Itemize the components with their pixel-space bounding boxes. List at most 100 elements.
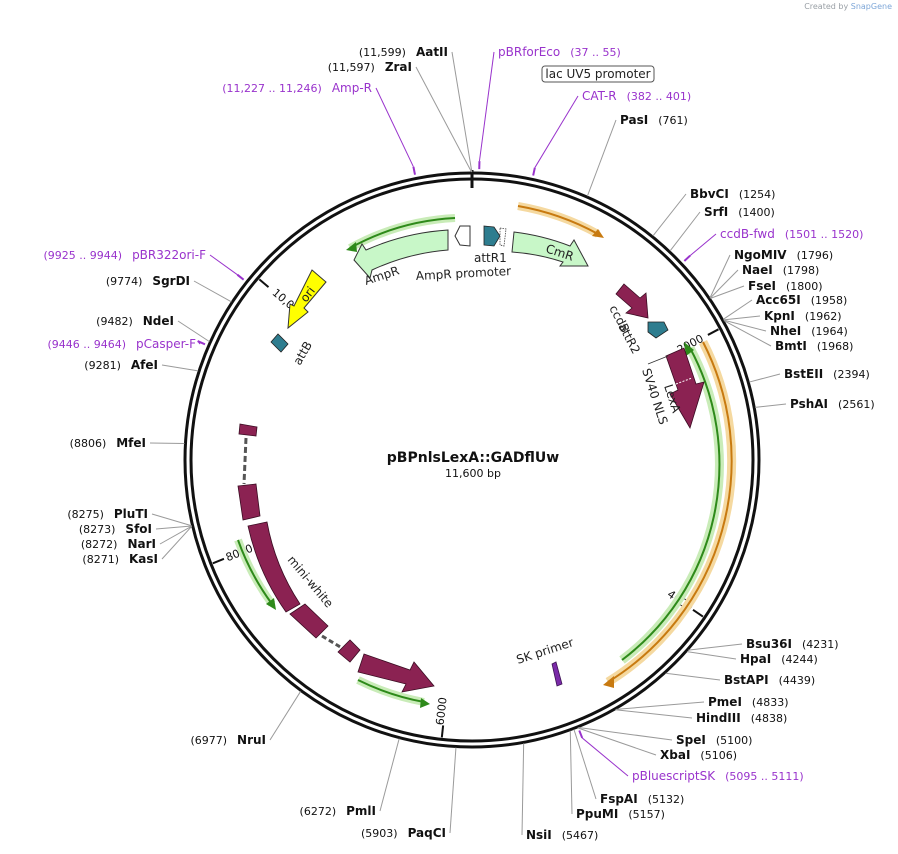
enzyme-PaqCI: (5903)PaqCI: [361, 826, 446, 840]
enzyme-coord: (1796): [797, 249, 834, 262]
enzyme-NheI: NheI(1964): [770, 324, 848, 338]
attr1-feature: [483, 225, 501, 247]
leader-PmeI: [616, 701, 705, 710]
primer-leader-pBR322ori-F: [209, 254, 238, 276]
enzyme-name: Acc65I: [756, 293, 801, 307]
primer-leader-ccdB-fwd: [689, 233, 717, 256]
primer-mark-pBR322ori-F: [236, 273, 245, 281]
primer-mark-pCasper-F: [197, 340, 206, 346]
enzyme-name: PasI: [620, 113, 648, 127]
leader-AfeI: [161, 364, 199, 372]
leader-BmtI: [723, 320, 772, 347]
label-leader-lines: [149, 51, 787, 836]
lexa-sv40-divider: [675, 377, 693, 385]
green-cds-top-left-core: [349, 217, 456, 249]
enzyme-name: FseI: [748, 279, 776, 293]
attr2-label: attR2: [615, 321, 643, 356]
mini-white-exon-5: [337, 639, 361, 663]
enzyme-coord: (5157): [628, 808, 665, 821]
green-cds-bottom-head: [420, 698, 430, 708]
primer-name: ccdB-fwd: [720, 227, 775, 241]
mini-white-exon-2: [237, 483, 261, 521]
enzyme-SpeI: SpeI(5100): [676, 733, 752, 747]
enzyme-coord: (6272): [300, 805, 337, 818]
enzyme-coord: (4439): [779, 674, 816, 687]
enzyme-NdeI: (9482)NdeI: [96, 314, 174, 328]
enzyme-PmeI: PmeI(4833): [708, 695, 788, 709]
primer-pBR322ori-F: (9925 .. 9944)pBR322ori-F: [44, 248, 207, 262]
ccdb-feature: [615, 283, 649, 319]
enzyme-name: BmtI: [775, 339, 807, 353]
primer-pCasper-F: (9446 .. 9464)pCasper-F: [47, 337, 196, 351]
ampr-promoter-feature: [454, 225, 471, 247]
enzyme-coord: (2394): [833, 368, 870, 381]
lexa-feature: [665, 347, 705, 429]
primer-leader-pBluescriptSK: [581, 737, 629, 777]
enzyme-coord: (1400): [738, 206, 775, 219]
enzyme-KasI: (8271)KasI: [82, 552, 158, 566]
enzyme-NaeI: NaeI(1798): [742, 263, 819, 277]
mini-white-intron-2: [321, 634, 343, 650]
enzyme-FseI: FseI (1800): [748, 279, 823, 293]
primer-mark-pBluescriptSK: [578, 730, 584, 739]
green-cds-left-head: [266, 598, 276, 610]
enzyme-coord: (1798): [783, 264, 820, 277]
enzyme-coord: (2561): [838, 398, 875, 411]
tick-6000: [440, 725, 445, 738]
tick-4000: [692, 609, 704, 618]
primer-coord: (11,227 .. 11,246): [222, 82, 322, 95]
enzyme-KpnI: KpnI(1962): [764, 309, 841, 323]
attb-feature: [270, 333, 289, 353]
enzyme-name: PmlI: [346, 804, 376, 818]
enzyme-name: AatII: [416, 45, 448, 59]
ampr-promoter-label: AmpR promoter: [415, 264, 511, 283]
enzyme-HpaI: HpaI(4244): [740, 652, 818, 666]
enzyme-name: Bsu36I: [746, 637, 792, 651]
green-cds-right-core: [621, 347, 721, 661]
enzyme-coord: (5903): [361, 827, 398, 840]
primer-name: pBRforEco: [498, 45, 560, 59]
enzyme-coord: (1968): [817, 340, 854, 353]
green-cds-left-core: [237, 539, 273, 605]
tick-10000: [258, 278, 270, 288]
primer-name: pBluescriptSK: [632, 769, 716, 783]
enzyme-coord: (4838): [751, 712, 788, 725]
enzyme-BbvCI: BbvCI(1254): [690, 187, 775, 201]
orange-cds-top-head: [592, 229, 604, 238]
primer-leader-CAT-R: [534, 95, 579, 168]
enzyme-XbaI: XbaI(5106): [660, 748, 737, 762]
enzyme-coord: (1964): [811, 325, 848, 338]
ori-feature: [287, 269, 327, 330]
enzyme-coord: (4231): [802, 638, 839, 651]
features: [234, 202, 737, 708]
enzyme-NarI: (8272)NarI: [81, 537, 156, 551]
mini-white-exon-6: [357, 653, 435, 693]
lac-uv5-box: [541, 65, 655, 83]
enzyme-coord: (11,599): [359, 46, 406, 59]
enzyme-name: SgrDI: [152, 274, 190, 288]
leader-HindIII: [615, 709, 693, 719]
leader-NaeI: [709, 269, 739, 299]
leader-NarI: [159, 525, 192, 545]
primer-mark-ccdB-fwd: [683, 254, 691, 262]
primer-leader-pCasper-F: [197, 340, 201, 345]
snapgene-credit: Created by SnapGene: [804, 2, 892, 11]
leader-Acc65I: [723, 299, 753, 320]
leader-SgrDI: [193, 280, 232, 303]
enzyme-name: SpeI: [676, 733, 706, 747]
enzyme-coord: (8271): [82, 553, 119, 566]
leader-HpaI: [686, 651, 737, 660]
enzyme-coord: (1800): [786, 280, 823, 293]
enzyme-name: SrfI: [704, 205, 728, 219]
enzyme-coord: (1962): [805, 310, 842, 323]
plasmid-size: 11,600 bp: [445, 467, 501, 480]
mini-white-exon-3: [247, 521, 301, 613]
sv40-leader: [647, 355, 669, 365]
orange-cds-top: [517, 202, 600, 238]
enzyme-SgrDI: (9774)SgrDI: [106, 274, 190, 288]
primer-pBluescriptSK: pBluescriptSK(5095 .. 5111): [632, 769, 804, 783]
enzyme-coord: (6977): [190, 734, 227, 747]
enzyme-coord: (1254): [739, 188, 776, 201]
leader-PpuMI: [569, 730, 573, 815]
leader-SrfI: [669, 211, 701, 252]
